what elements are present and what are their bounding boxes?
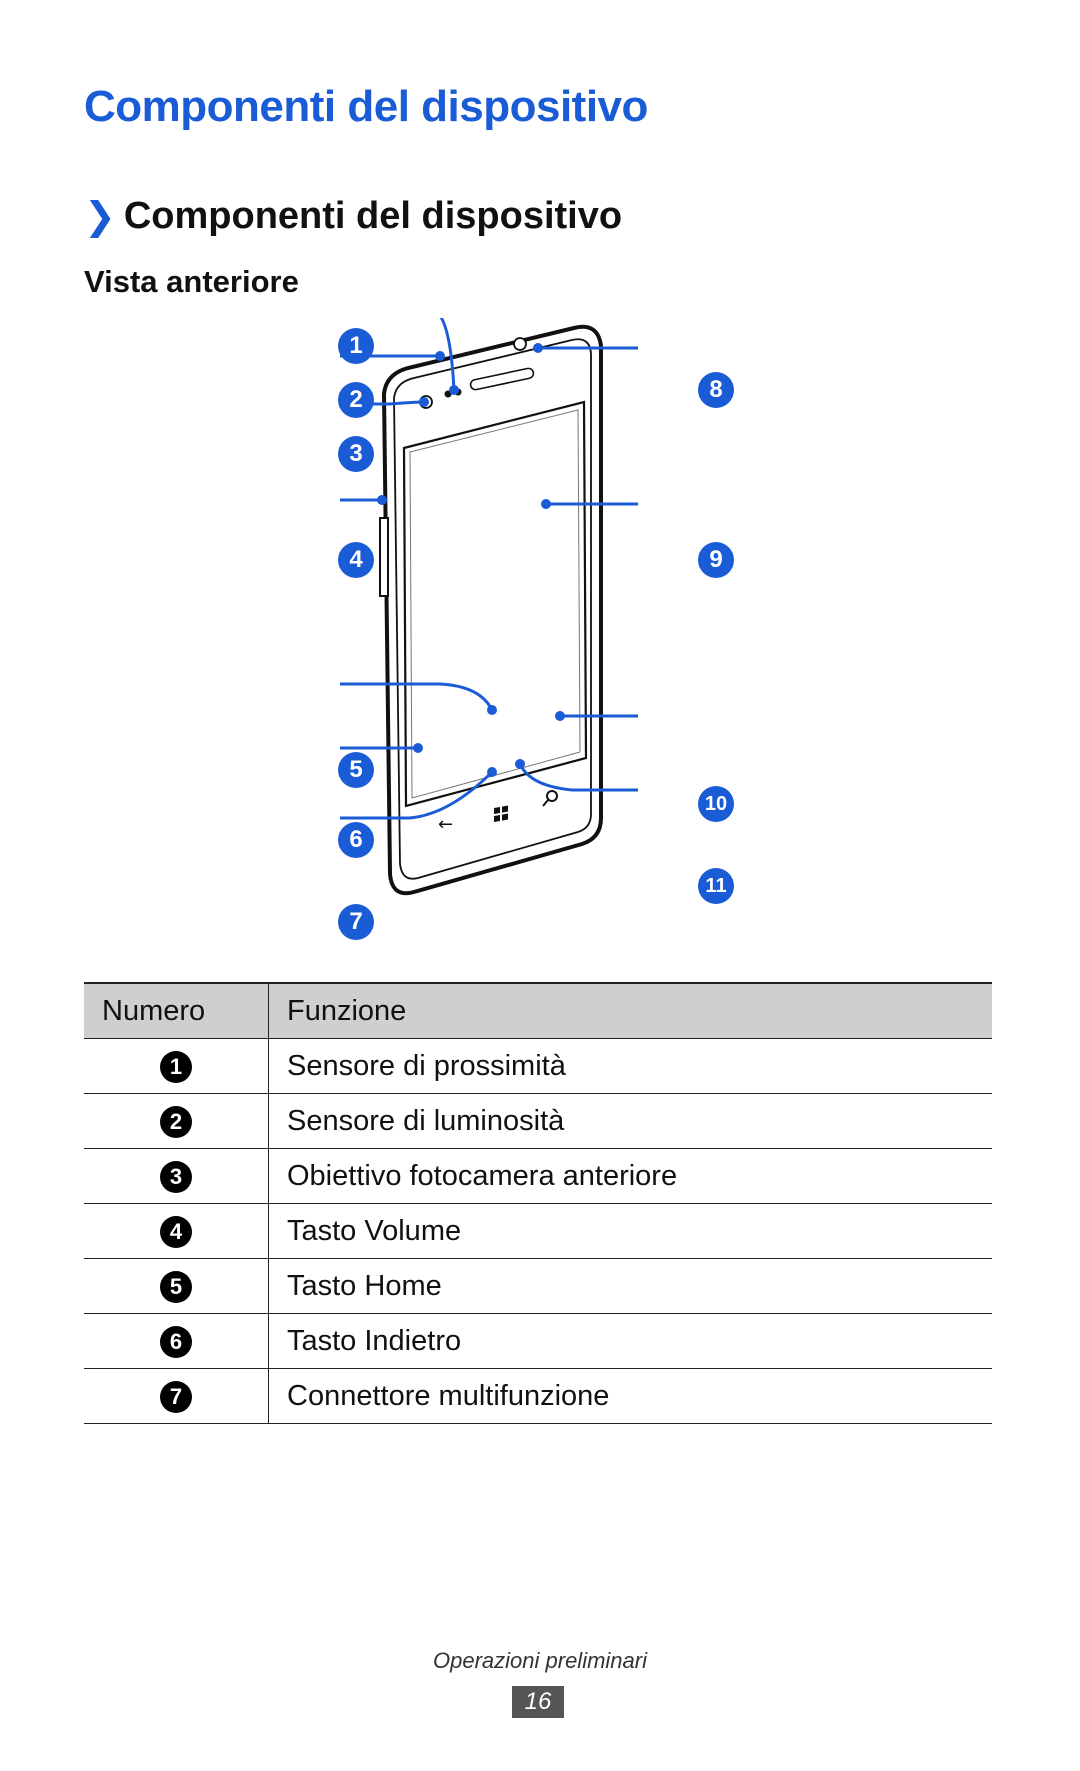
volume-key-shape — [379, 517, 389, 597]
row-number-badge: 2 — [160, 1105, 192, 1138]
row-number-badge: 3 — [160, 1160, 192, 1193]
back-arrow-icon: ← — [438, 814, 453, 835]
row-function: Sensore di prossimità — [268, 1038, 992, 1094]
callout-badge: 8 — [698, 372, 734, 408]
table-row: 2 Sensore di luminosità — [84, 1093, 992, 1149]
callouts-left: 1 2 3 4 5 6 7 — [338, 328, 378, 948]
table-row: 7 Connettore multifunzione — [84, 1368, 992, 1424]
table-row: 5 Tasto Home — [84, 1258, 992, 1314]
row-number-badge: 1 — [160, 1050, 192, 1083]
table-header-row: Numero Funzione — [84, 982, 992, 1039]
callout-badge: 2 — [338, 382, 374, 418]
callout-badge: 9 — [698, 542, 734, 578]
callout-badge: 4 — [338, 542, 374, 578]
row-function: Sensore di luminosità — [268, 1093, 992, 1149]
callout-badge: 11 — [698, 868, 734, 904]
callout-badge: 1 — [338, 328, 374, 364]
earpiece-shape — [469, 367, 535, 391]
parts-table: Numero Funzione 1 Sensore di prossimità … — [84, 982, 992, 1424]
row-number-badge: 7 — [160, 1380, 192, 1413]
callout-badge: 7 — [338, 904, 374, 940]
phone-bezel — [393, 338, 592, 880]
section-heading-text: Componenti del dispositivo — [123, 195, 623, 237]
callout-badge: 6 — [338, 822, 374, 858]
section-heading: ❯ Componenti del dispositivo — [84, 194, 622, 239]
row-number-badge: 5 — [160, 1270, 192, 1303]
phone-front-diagram: ← — [320, 318, 760, 950]
callout-badge: 3 — [338, 436, 374, 472]
table-row: 1 Sensore di prossimità — [84, 1038, 992, 1094]
windows-logo-icon — [494, 805, 508, 822]
row-function: Tasto Home — [268, 1258, 992, 1314]
header-function: Funzione — [268, 982, 992, 1039]
table-row: 3 Obiettivo fotocamera anteriore — [84, 1148, 992, 1204]
table-row: 4 Tasto Volume — [84, 1203, 992, 1259]
sub-heading: Vista anteriore — [84, 264, 299, 299]
row-function: Tasto Indietro — [268, 1313, 992, 1369]
phone-screen — [402, 400, 588, 808]
header-number: Numero — [84, 982, 269, 1039]
footer-section-name: Operazioni preliminari — [433, 1648, 647, 1673]
search-icon — [542, 790, 558, 807]
callout-badge: 5 — [338, 752, 374, 788]
row-function: Obiettivo fotocamera anteriore — [268, 1148, 992, 1204]
chevron-right-icon: ❯ — [84, 196, 116, 238]
row-function: Connettore multifunzione — [268, 1368, 992, 1424]
row-number-badge: 4 — [160, 1215, 192, 1248]
callout-badge: 10 — [698, 786, 734, 822]
page-title: Componenti del dispositivo — [84, 82, 648, 131]
table-row: 6 Tasto Indietro — [84, 1313, 992, 1369]
page-number: 16 — [512, 1686, 564, 1718]
callouts-right: 8 9 10 11 — [698, 372, 738, 912]
row-number-badge: 6 — [160, 1325, 192, 1358]
row-function: Tasto Volume — [268, 1203, 992, 1259]
